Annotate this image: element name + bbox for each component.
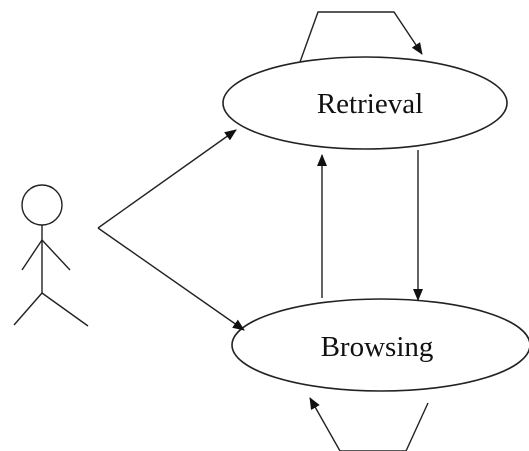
actor-left-arm (21, 239, 43, 271)
browsing-node[interactable]: Browsing (231, 298, 529, 392)
edge-browsing-self-loop (309, 397, 429, 451)
edge-actor-to-browsing (97, 227, 245, 331)
retrieval-label: Retrieval (317, 88, 423, 120)
actor-stick-figure-icon (13, 184, 89, 327)
retrieval-node[interactable]: Retrieval (222, 56, 508, 150)
actor-head (21, 184, 63, 226)
actor-left-leg (13, 292, 43, 326)
actor-right-leg (41, 292, 89, 327)
actor-right-arm (41, 239, 71, 271)
edge-retrieval-self-loop (299, 11, 423, 63)
edge-actor-to-retrieval (97, 129, 237, 229)
retrieval-ellipse (222, 56, 508, 150)
browsing-ellipse (231, 298, 529, 392)
browsing-label: Browsing (321, 331, 434, 363)
